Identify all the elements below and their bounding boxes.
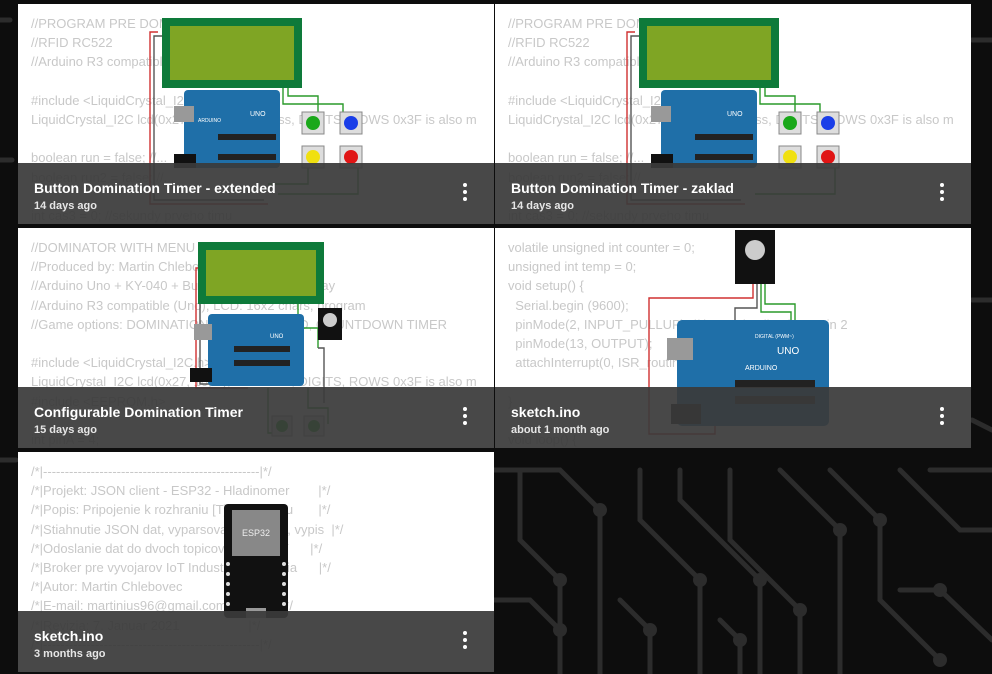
project-title[interactable]: Configurable Domination Timer [34, 404, 243, 420]
card-footer: Button Domination Timer - extended 14 da… [18, 163, 494, 224]
project-updated-time: 15 days ago [34, 424, 97, 436]
project-card[interactable]: //PROGRAM PRE DOMINATOR //RFID RC522 //A… [18, 4, 494, 224]
card-footer: sketch.ino about 1 month ago [495, 387, 971, 448]
uno-label: UNO [250, 111, 266, 118]
more-options-icon[interactable] [939, 407, 945, 427]
more-options-icon[interactable] [462, 631, 468, 651]
project-updated-time: 14 days ago [34, 200, 97, 212]
project-title[interactable]: Button Domination Timer - zaklad [511, 180, 734, 196]
circuit-illustration: UNO ARDUINO [149, 18, 363, 205]
svg-text:DIGITAL (PWM~): DIGITAL (PWM~) [755, 334, 794, 340]
project-title[interactable]: sketch.ino [34, 628, 104, 644]
project-updated-time: about 1 month ago [511, 424, 610, 436]
card-footer: sketch.ino 3 months ago [18, 611, 494, 672]
esp32-label: ESP32 [242, 528, 270, 538]
more-options-icon[interactable] [939, 183, 945, 203]
svg-text:ARDUINO: ARDUINO [745, 365, 778, 372]
project-card[interactable]: /*|-------------------------------------… [18, 452, 494, 672]
project-updated-time: 14 days ago [511, 200, 574, 212]
circuit-illustration: UNO [626, 18, 840, 205]
more-options-icon[interactable] [462, 407, 468, 427]
project-title[interactable]: Button Domination Timer - extended [34, 180, 276, 196]
svg-text:ARDUINO: ARDUINO [198, 118, 221, 124]
more-options-icon[interactable] [462, 183, 468, 203]
project-title[interactable]: sketch.ino [511, 404, 581, 420]
project-updated-time: 3 months ago [34, 648, 106, 660]
card-footer: Configurable Domination Timer 15 days ag… [18, 387, 494, 448]
svg-text:UNO: UNO [777, 346, 799, 357]
project-card[interactable]: //PROGRAM PRE DOMINATOR //RFID RC522 //A… [495, 4, 971, 224]
uno-label: UNO [727, 111, 743, 118]
card-footer: Button Domination Timer - zaklad 14 days… [495, 163, 971, 224]
svg-text:UNO: UNO [270, 334, 284, 340]
project-card[interactable]: volatile unsigned int counter = 0; unsig… [495, 228, 971, 448]
project-card[interactable]: //DOMINATOR WITH MENU //Produced by: Mar… [18, 228, 494, 448]
